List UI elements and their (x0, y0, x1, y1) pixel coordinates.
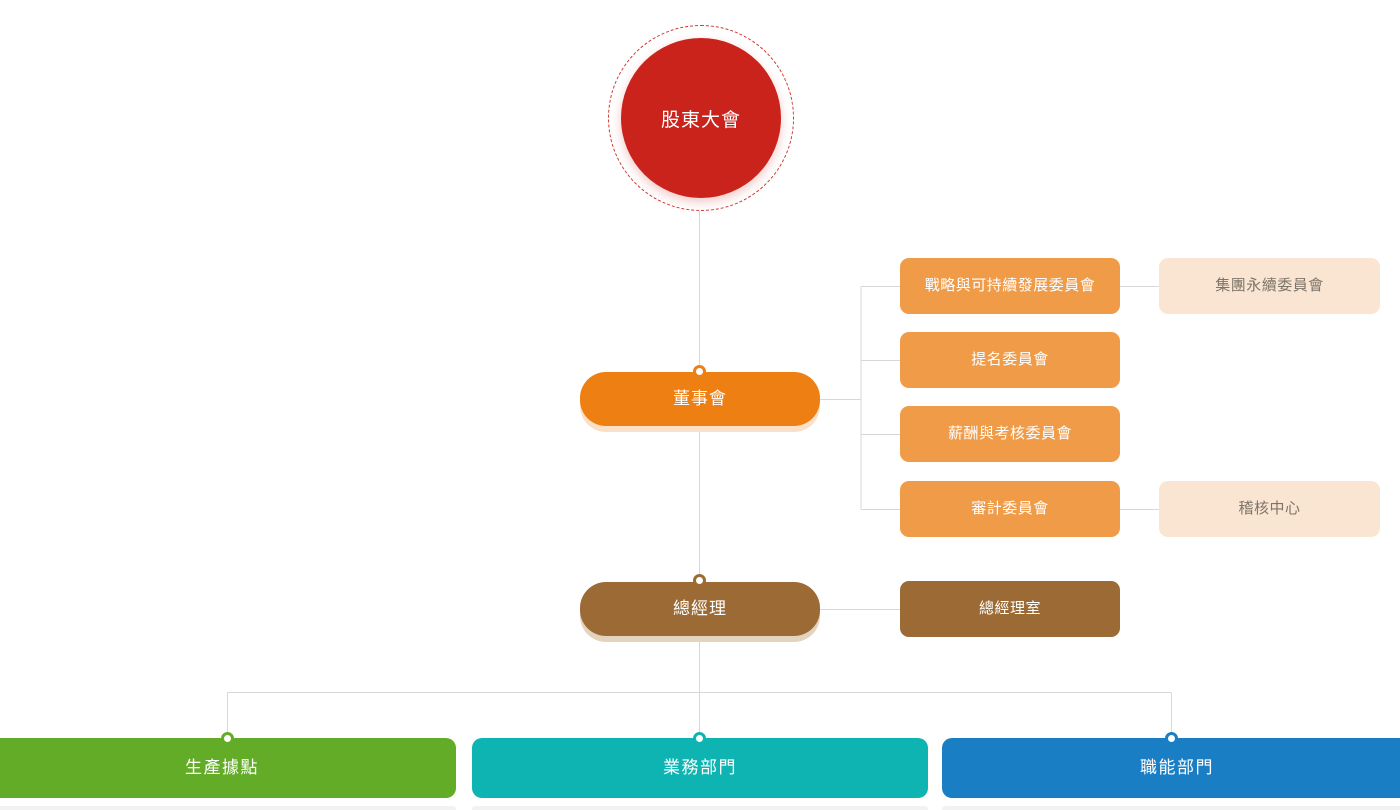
node-committee-compensation-assessment[interactable]: 薪酬與考核委員會 (900, 406, 1120, 462)
node-committee-strategy-sustainability[interactable]: 戰略與可持續發展委員會 (900, 258, 1120, 314)
node-division-functional[interactable]: 職能部門 (942, 738, 1400, 798)
division-2-connector-dot (1165, 732, 1178, 745)
shareholders-dashed-ring (608, 25, 794, 211)
division-sub-row-peek-1 (472, 806, 928, 810)
division-0-connector-dot (221, 732, 234, 745)
node-general-manager[interactable]: 總經理 (580, 582, 820, 636)
node-committee-audit[interactable]: 審計委員會 (900, 481, 1120, 537)
node-division-business[interactable]: 業務部門 (472, 738, 928, 798)
node-board-of-directors[interactable]: 董事會 (580, 372, 820, 426)
general-manager-connector-dot (693, 574, 706, 587)
board-connector-dot (693, 365, 706, 378)
shareholders-meeting-label: 股東大會 (621, 38, 781, 198)
division-sub-row-peek-2 (942, 806, 1400, 810)
node-division-production-sites[interactable]: 生產據點 (0, 738, 456, 798)
node-general-manager-office[interactable]: 總經理室 (900, 581, 1120, 637)
node-committee-nomination[interactable]: 提名委員會 (900, 332, 1120, 388)
division-1-connector-dot (693, 732, 706, 745)
division-sub-row-peek-0 (0, 806, 456, 810)
node-group-sustainability-committee[interactable]: 集團永續委員會 (1159, 258, 1380, 314)
node-audit-center[interactable]: 稽核中心 (1159, 481, 1380, 537)
node-shareholders-meeting[interactable]: 股東大會 (608, 25, 794, 211)
